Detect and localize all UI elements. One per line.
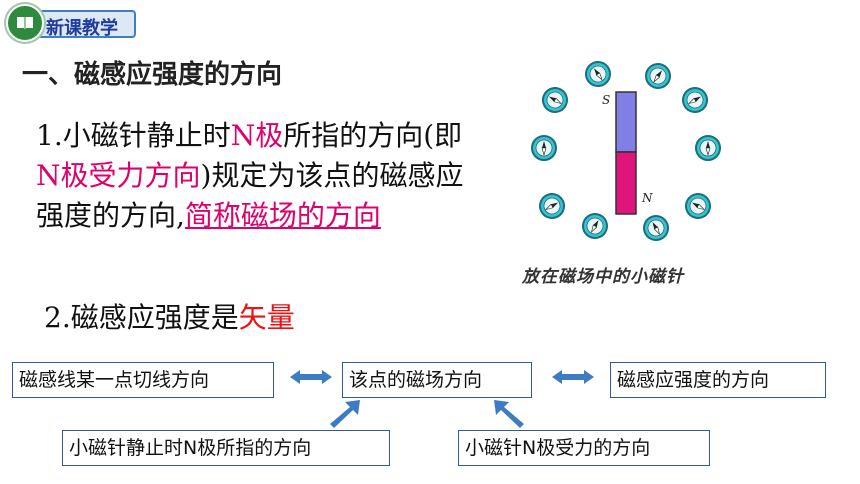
point-2-text: 2.磁感应强度是矢量	[44, 296, 295, 336]
book-badge	[6, 4, 44, 42]
box-field-direction: 该点的磁场方向	[342, 362, 532, 398]
up-left-arrow-icon	[494, 400, 524, 428]
point-1-short-name: 简称磁场的方向	[184, 199, 381, 232]
point-1-n-pole: N极	[230, 119, 284, 152]
magnet-compass-figure: S N	[531, 56, 721, 246]
up-right-arrow-icon	[330, 400, 360, 428]
point-1-force-direction: N极受力方向	[36, 159, 201, 192]
point-1-part-1: 1.小磁针静止时	[36, 119, 231, 152]
point-1-part-5: )规定为该点的磁感应强度的方向,	[36, 159, 464, 232]
book-icon	[17, 17, 33, 29]
point-1-text: 1.小磁针静止时N极所指的方向(即 N极受力方向)规定为该点的磁感应强度的方向,简…	[36, 116, 476, 236]
section-badge: 新课教学	[6, 4, 136, 42]
box-needle-rest-direction: 小磁针静止时N极所指的方向	[62, 430, 390, 466]
figure-caption: 放在磁场中的小磁针	[522, 267, 684, 287]
bar-magnet-n-pole	[615, 151, 637, 215]
point-1-part-3: 所指的方向(即	[283, 119, 463, 152]
box-field-line-tangent: 磁感线某一点切线方向	[12, 362, 274, 398]
section-heading: 一、磁感应强度的方向	[22, 60, 283, 90]
double-arrow-icon	[552, 370, 594, 384]
badge-bar	[28, 10, 136, 38]
point-2-part-1: 2.磁感应强度是	[44, 301, 239, 334]
box-needle-force-direction: 小磁针N极受力的方向	[458, 430, 710, 466]
box-induction-direction: 磁感应强度的方向	[610, 362, 826, 398]
badge-label: 新课教学	[46, 18, 118, 39]
double-arrow-icon	[290, 370, 332, 384]
magnet-n-label: N	[641, 191, 653, 205]
magnet-s-label: S	[602, 93, 610, 107]
point-2-vector: 矢量	[238, 301, 295, 334]
